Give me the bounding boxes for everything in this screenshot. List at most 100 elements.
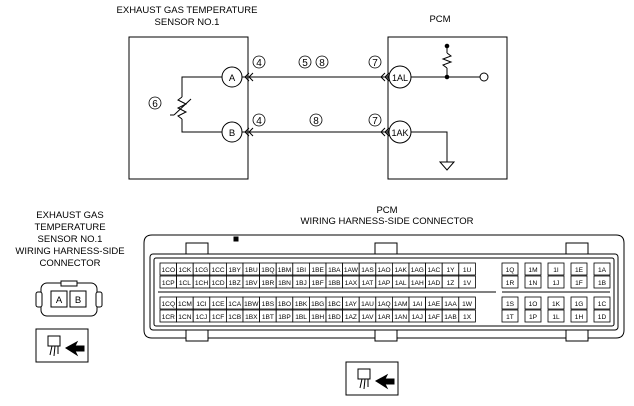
pcm-pin-label: 1AI — [412, 301, 422, 308]
callout-bottom-4: 4 — [256, 116, 262, 127]
callout-top-4-circle — [252, 55, 266, 69]
pcm-pin-label: 1BZ — [229, 280, 241, 287]
pcm-pin-label: 1BY — [228, 267, 241, 274]
pcm-pin-label: 1BH — [311, 314, 324, 321]
pcm-pin-label: 1AD — [427, 280, 440, 287]
pcm-pin-label: 1AC — [427, 267, 440, 274]
pcm-pin-cell — [547, 275, 565, 289]
sensor-connector-pin-b: B — [75, 295, 81, 306]
pcm-pin-label: 1AT — [362, 280, 374, 287]
pcm-pin-cell — [501, 309, 519, 323]
callout-top-7-circle — [368, 55, 382, 69]
pcm-pin-label: 1D — [598, 314, 607, 321]
pcm-pin-label: 1AA — [444, 301, 457, 308]
callout-bottom-7: 7 — [372, 116, 378, 127]
pcm-pin-label: 1CM — [178, 301, 192, 308]
sensor-connector-line4: WIRING HARNESS-SIDE — [15, 246, 124, 257]
pcm-pin-label: 1H — [575, 314, 584, 321]
pcm-pin-label: 1BC — [328, 301, 341, 308]
pcm-pin-cell — [593, 275, 611, 289]
pcm-pin-cell — [458, 309, 476, 323]
pcm-pin-label: 1BD — [328, 314, 341, 321]
sensor-box — [128, 36, 249, 180]
view-direction-icon — [35, 328, 89, 363]
pcm-pin-cell — [570, 309, 588, 323]
pcm-pin-label: 1BP — [278, 314, 291, 321]
pcm-pin-label: 1CJ — [196, 314, 208, 321]
callout-top-5: 5 — [302, 58, 308, 69]
pcm-pin-label: 1BM — [278, 267, 292, 274]
pcm-pin-label: 1B — [598, 280, 607, 287]
pcm-pin-label: 1AP — [378, 280, 391, 287]
pcm-box — [387, 36, 508, 180]
ground-icon — [411, 131, 456, 171]
pcm-pin-label: 1CQ — [162, 301, 176, 308]
pcm-pin-label: 1T — [506, 314, 514, 321]
pcm-pin-label: 1BJ — [295, 280, 306, 287]
pcm-pin-cell — [524, 262, 542, 276]
pcm-pin-label: 1CC — [211, 267, 224, 274]
pcm-pin-label: 1U — [463, 267, 472, 274]
pcm-connector-title-line1: PCM — [376, 205, 397, 216]
pcm-pin-cell — [593, 309, 611, 323]
sensor-title-line1: EXHAUST GAS TEMPERATURE — [117, 5, 258, 16]
pcm-connector-title-line2: WIRING HARNESS-SIDE CONNECTOR — [301, 216, 474, 227]
pcm-pin-cell — [524, 275, 542, 289]
pcm-pin-1al-label: 1AL — [392, 73, 408, 83]
sensor-pin-b-label: B — [229, 128, 235, 139]
pcm-pin-label: 1AL — [395, 280, 407, 287]
pcm-pin-label: 1AV — [362, 314, 375, 321]
pcm-pin-label: 1E — [575, 267, 584, 274]
pcm-pin-label: 1AH — [411, 280, 424, 287]
pcm-pin-label: 1Z — [447, 280, 455, 287]
pcm-pullup-circuit — [411, 43, 489, 82]
pcm-pin-label: 1BV — [245, 280, 258, 287]
pcm-pin-cell — [458, 262, 476, 276]
pcm-pin-label: 1CR — [162, 314, 175, 321]
pcm-pin-label: 1CN — [178, 314, 191, 321]
signal-wire — [242, 72, 390, 82]
ground-wire — [242, 127, 390, 137]
pcm-pin-label: 1N — [529, 280, 538, 287]
pcm-pin-label: 1AK — [394, 267, 407, 274]
pcm-pin-label: 1CH — [195, 280, 208, 287]
pcm-pin-cell — [501, 262, 519, 276]
pcm-pin-label: 1AB — [444, 314, 457, 321]
pcm-pin-label: 1BS — [262, 301, 275, 308]
pcm-pin-label: 1CF — [212, 314, 224, 321]
sensor-connector-pin-a: A — [56, 295, 63, 306]
pcm-connector-shell — [143, 234, 625, 342]
callout-top-5-circle — [298, 55, 312, 69]
pcm-title: PCM — [429, 14, 450, 25]
pcm-pin-cell — [458, 275, 476, 289]
pcm-pin-label: 1AQ — [377, 301, 390, 308]
callout-6-label: 6 — [152, 99, 158, 110]
pcm-pin-label: 1AX — [345, 280, 358, 287]
sensor-pin-a-label: A — [229, 73, 236, 84]
pcm-pin-label: 1AY — [345, 301, 358, 308]
callout-bottom-8: 8 — [313, 116, 319, 127]
pcm-pin-cell — [458, 296, 476, 310]
pcm-pin-label: 1AR — [378, 314, 391, 321]
pcm-pin-label: 1BL — [295, 314, 307, 321]
pcm-pin-label: 1G — [575, 301, 584, 308]
pcm-pin-label: 1Y — [446, 267, 455, 274]
pcm-pin-label: 1AO — [377, 267, 390, 274]
pcm-pin-cell — [524, 296, 542, 310]
pcm-pin-label: 1BG — [311, 301, 324, 308]
pcm-pin-label: 1AS — [361, 267, 374, 274]
pcm-pin-label: 1BW — [244, 301, 259, 308]
pcm-pin-1ak-label: 1AK — [391, 128, 408, 138]
pcm-pin-cell — [593, 262, 611, 276]
pcm-pin-label: 1BU — [245, 267, 258, 274]
pcm-pin-label: 1BI — [296, 267, 306, 274]
callout-top-4: 4 — [256, 58, 262, 69]
pcm-pin-label: 1V — [463, 280, 472, 287]
pcm-pin-label: 1AZ — [345, 314, 357, 321]
sensor-connector-line2: TEMPERATURE — [34, 222, 105, 233]
pcm-pin-label: 1AJ — [412, 314, 423, 321]
pcm-pin-label: 1CG — [195, 267, 209, 274]
pcm-pin-label: 1BE — [311, 267, 324, 274]
